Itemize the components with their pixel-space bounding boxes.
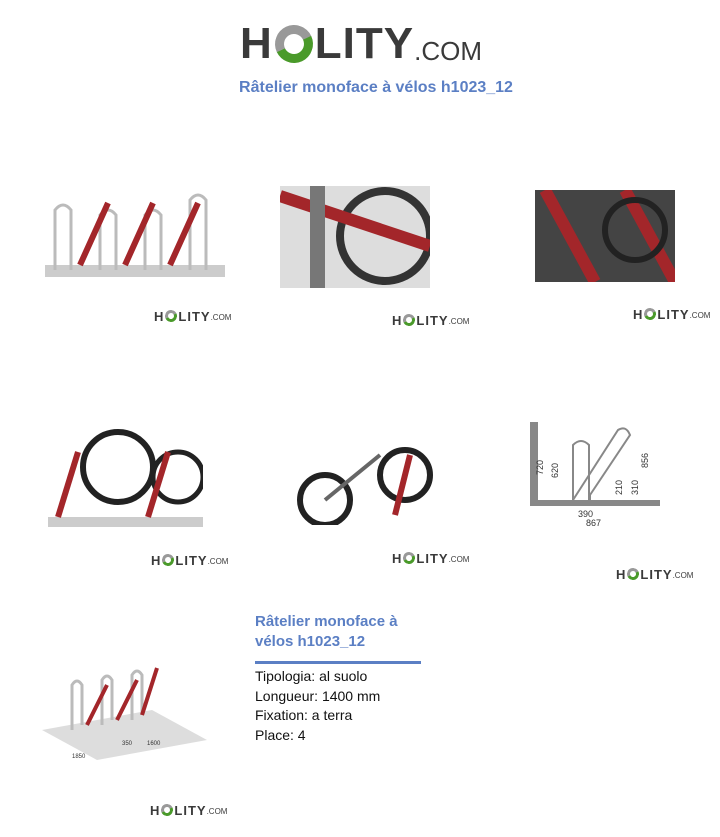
product-image-detail [535,190,675,282]
spec-type: Tipologia: al suolo [255,668,368,684]
holity-logo: H LITY.COM [240,19,482,69]
svg-text:1850: 1850 [72,754,86,760]
svg-text:350: 350 [122,741,133,747]
product-image-bike-side [297,447,433,525]
product-image-rack [45,193,225,277]
spec-places: Place: 4 [255,726,306,743]
title-divider [255,661,421,664]
product-image-lock [280,186,430,288]
product-specs: Tipologia: al suolo Longueur: 1400 mm Fi… [255,667,380,745]
logo-text: LITY [314,19,415,68]
svg-text:390: 390 [578,509,593,519]
logo-com: .COM [414,36,482,66]
svg-text:310: 310 [630,480,640,495]
spec-fixation: Fixation: a terra [255,707,353,723]
product-title: Râtelier monoface à vélos h1023_12 [255,613,398,650]
logo-h: H [240,19,273,68]
logo-ring-icon [269,19,319,69]
svg-text:210: 210 [614,480,624,495]
floor-plan-drawing: 1850 350 1600 [42,667,207,760]
page-title: Râtelier monoface à vélos h1023_12 [239,79,513,96]
spec-length: Longueur: 1400 mm [255,687,381,704]
product-image-bikes [48,429,203,527]
svg-text:856: 856 [640,453,650,468]
svg-text:1600: 1600 [147,741,161,747]
svg-text:720: 720 [535,460,545,475]
dimension-drawing: 720 620 856 310 210 390 867 [530,422,660,528]
svg-text:620: 620 [550,463,560,478]
svg-text:867: 867 [586,518,601,528]
